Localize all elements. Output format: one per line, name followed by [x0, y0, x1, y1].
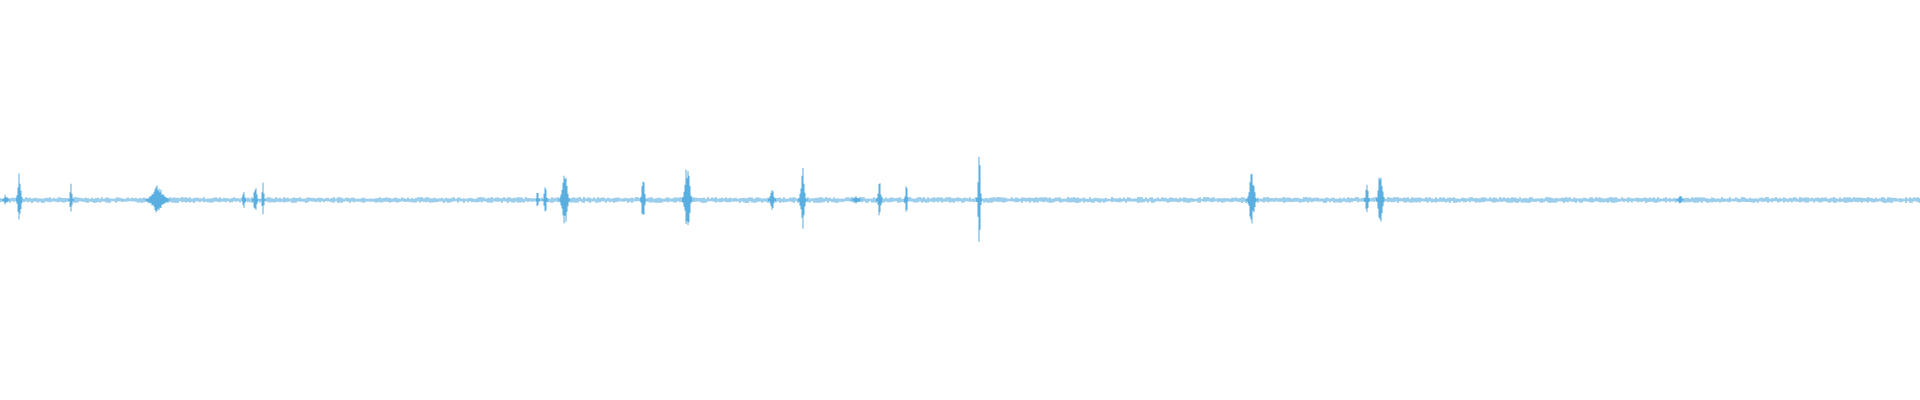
- waveform-event-burst: [15, 173, 24, 220]
- waveform-event-burst: [0, 194, 11, 205]
- waveform-event-burst: [534, 192, 541, 207]
- waveform-event: [541, 187, 549, 212]
- waveform-event: [976, 156, 983, 242]
- waveform-event-burst: [681, 169, 694, 225]
- waveform-event-burst: [144, 185, 170, 213]
- waveform-event: [681, 169, 694, 225]
- waveform-event-burst: [903, 186, 909, 212]
- waveform-event-burst: [639, 181, 648, 215]
- waveform-event-burst: [849, 196, 864, 204]
- waveform-event: [241, 191, 247, 208]
- waveform-event-burst: [1363, 184, 1371, 213]
- waveform-event: [260, 182, 266, 215]
- waveform-event: [15, 173, 24, 220]
- waveform-event: [0, 194, 11, 205]
- waveform-event: [1675, 195, 1685, 204]
- waveform-event-burst: [541, 187, 549, 212]
- waveform-event-burst: [1675, 195, 1685, 204]
- waveform-event: [558, 175, 571, 224]
- waveform-event: [251, 188, 260, 210]
- waveform-event: [797, 168, 808, 229]
- waveform-event-burst: [875, 183, 884, 216]
- waveform-event: [1363, 184, 1371, 213]
- waveform-event-burst: [558, 175, 571, 224]
- waveform-event: [639, 181, 648, 215]
- waveform-event: [875, 183, 884, 216]
- waveform-event: [1246, 173, 1258, 224]
- waveform-event: [534, 192, 541, 207]
- waveform-event-burst: [260, 182, 266, 215]
- waveform-event-burst: [976, 156, 983, 242]
- waveform-event: [849, 196, 864, 204]
- waveform-event: [68, 183, 74, 212]
- waveform-event-burst: [241, 191, 247, 208]
- waveform-event: [903, 186, 909, 212]
- waveform-events: [0, 156, 1685, 242]
- waveform-event-burst: [767, 190, 777, 210]
- waveform-event: [767, 190, 777, 210]
- waveform-event-burst: [1246, 173, 1258, 224]
- waveform-event-burst: [68, 183, 74, 212]
- waveform-event-burst: [1375, 177, 1386, 222]
- waveform-event: [144, 185, 170, 213]
- waveform-event-burst: [251, 188, 260, 210]
- waveform-event: [1375, 177, 1386, 222]
- waveform-event-burst: [797, 168, 808, 229]
